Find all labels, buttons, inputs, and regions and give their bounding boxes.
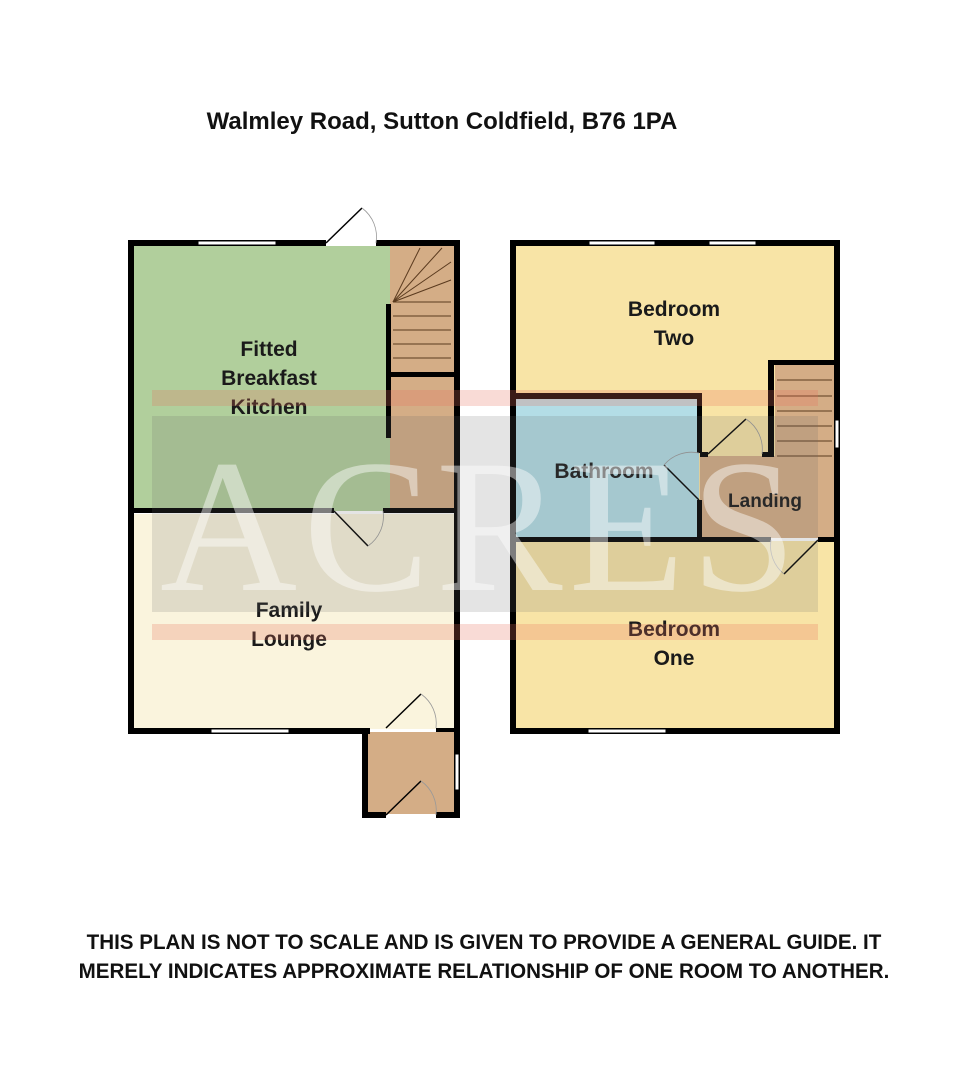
watermark-text: ACRES	[160, 422, 802, 632]
ground-stairs	[390, 246, 454, 511]
kitchen-label-3: Kitchen	[230, 396, 307, 419]
first-floor: Bedroom Two Bathroom Landing Bedroom One	[510, 240, 840, 734]
bedroom-two-label-1: Bedroom	[628, 298, 720, 321]
stair-treads	[392, 247, 452, 359]
first-stair-treads	[777, 379, 832, 457]
bedroom-one-room	[516, 541, 834, 729]
scale-disclaimer: THIS PLAN IS NOT TO SCALE AND IS GIVEN T…	[78, 931, 890, 983]
lounge-label-1: Family	[256, 599, 323, 622]
ground-floor: Fitted Breakfast Kitchen Family Lounge	[128, 207, 460, 818]
first-doors	[663, 418, 819, 575]
kitchen-room	[134, 246, 390, 511]
acres-watermark: ACRES	[152, 390, 818, 640]
landing-room	[700, 456, 834, 538]
bedroom-two-label-2: Two	[654, 327, 694, 350]
first-walls	[510, 240, 840, 734]
bedroom-one-label-2: One	[654, 647, 695, 670]
lounge-label-2: Lounge	[251, 628, 327, 651]
landing-label: Landing	[728, 491, 802, 512]
property-address-title: Walmley Road, Sutton Coldfield, B76 1PA	[206, 108, 678, 135]
first-windows	[587, 240, 840, 734]
porch-room	[366, 732, 454, 814]
bathroom-label: Bathroom	[554, 460, 653, 483]
kitchen-label-2: Breakfast	[221, 367, 317, 390]
ground-doors	[325, 207, 437, 816]
lounge-room	[134, 514, 454, 729]
bedroom-one-label-1: Bedroom	[628, 618, 720, 641]
ground-windows	[197, 240, 460, 791]
kitchen-label-1: Fitted	[240, 338, 297, 361]
